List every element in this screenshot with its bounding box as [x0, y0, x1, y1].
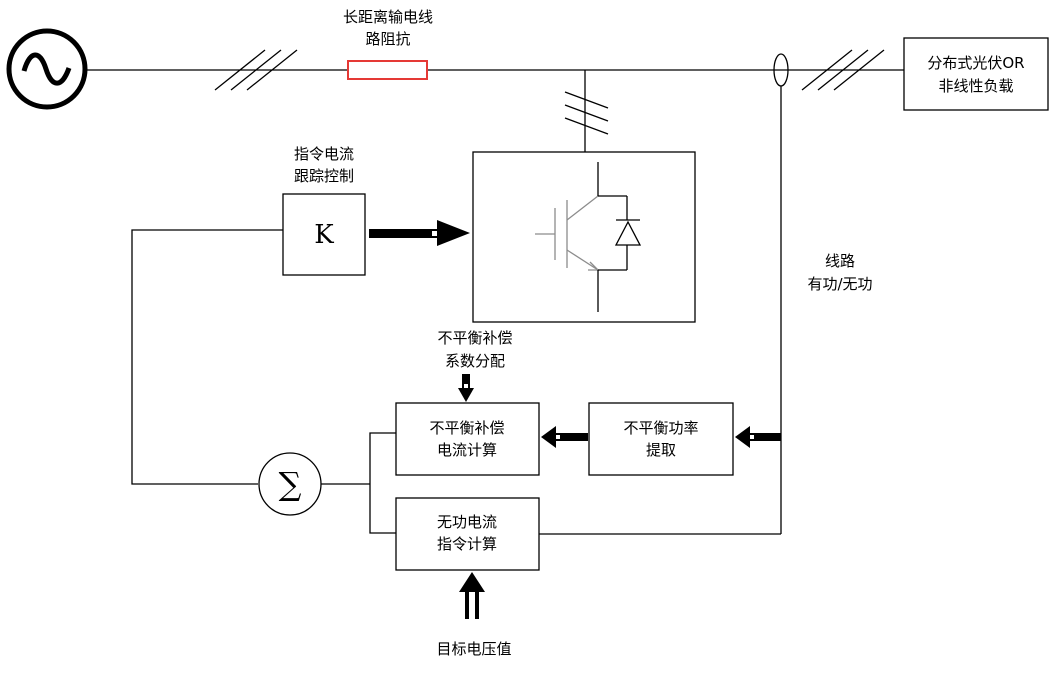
gain-label: K [314, 220, 334, 250]
line-power-label-1: 线路 [825, 252, 855, 270]
reactive-current-calc-box [395, 497, 540, 571]
tracking-control-label-2: 跟踪控制 [294, 167, 354, 185]
unbalance-coeff-label-1: 不平衡补偿 [437, 329, 512, 347]
unbalance-current-calc-label-1: 不平衡补偿 [429, 419, 504, 437]
tracking-control-box [282, 193, 366, 276]
tracking-control-label-1: 指令电流 [294, 145, 354, 163]
extract-to-calc-arrow [541, 426, 588, 448]
ac-source-icon [6, 28, 88, 110]
summing-junction-icon: ∑ [258, 452, 322, 516]
unbalance-power-extract-box [588, 402, 734, 476]
control-signal-arrow [369, 220, 470, 246]
three-phase-marks-left [214, 49, 298, 91]
unbalance-current-calc-label-2: 电流计算 [437, 441, 497, 459]
target-voltage-label: 目标电压值 [436, 640, 511, 658]
load-label-1: 分布式光伏OR [927, 54, 1024, 72]
svg-text:∑: ∑ [279, 465, 302, 503]
load-box [903, 37, 1049, 111]
igbt-icon [535, 195, 600, 271]
unbalance-power-extract-label-1: 不平衡功率 [623, 419, 698, 437]
load-label-2: 非线性负载 [938, 77, 1013, 95]
line-impedance-label-2: 路阻抗 [365, 30, 410, 48]
impedance-icon [347, 60, 428, 80]
unbalance-current-calc-box [395, 402, 540, 476]
sensor-to-extract-arrow [735, 426, 781, 448]
line-impedance-label-1: 长距离输电线 [343, 8, 433, 26]
feedback-line [131, 229, 283, 485]
unbalance-coeff-label-2: 系数分配 [445, 352, 505, 370]
coeff-arrow [458, 374, 474, 402]
unbalance-power-extract-label-2: 提取 [646, 441, 676, 459]
three-phase-marks-vertical [564, 91, 609, 135]
target-voltage-arrow [459, 572, 485, 619]
sum-input-lines [369, 432, 396, 534]
line-power-label-2: 有功/无功 [807, 275, 872, 293]
diode-icon [597, 162, 642, 312]
reactive-current-calc-label-1: 无功电流 [437, 513, 497, 531]
three-phase-marks-right [801, 49, 885, 91]
converter-box [472, 151, 696, 323]
reactive-current-calc-label-2: 指令计算 [437, 535, 497, 553]
